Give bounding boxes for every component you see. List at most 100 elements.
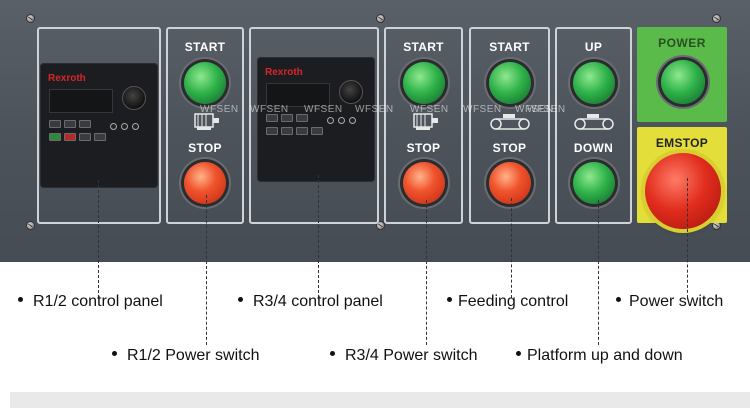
platform-section: UP DOWN: [555, 27, 632, 224]
start-label: START: [489, 40, 530, 54]
down-label: DOWN: [573, 141, 614, 155]
feeding-stop-button[interactable]: [489, 162, 531, 204]
keypad-key[interactable]: [79, 120, 91, 128]
callout-text: R1/2 control panel: [33, 293, 163, 310]
led-icon: [327, 117, 334, 124]
watermark: WFSEN: [200, 104, 239, 115]
bullet-icon: [516, 351, 521, 357]
watermark: WFSEN: [355, 104, 394, 115]
r34-start-button[interactable]: [403, 62, 445, 104]
keypad-key[interactable]: [49, 120, 61, 128]
status-leds: [327, 117, 363, 127]
callout-platform-up-down: Platform up and down: [516, 347, 683, 365]
platform-down-button[interactable]: [573, 162, 615, 204]
callout-text: R3/4 Power switch: [345, 347, 478, 364]
screw-icon: [712, 14, 721, 23]
keypad-key[interactable]: [266, 127, 278, 135]
power-section: POWER: [637, 27, 727, 122]
power-button[interactable]: [661, 60, 705, 104]
leader-line: [98, 180, 99, 298]
dial-knob[interactable]: [122, 86, 146, 110]
r12-stop-button[interactable]: [184, 162, 226, 204]
watermark: WFSEN: [515, 104, 554, 115]
leader-line: [687, 178, 688, 298]
keypad-key[interactable]: [296, 114, 308, 122]
keypad-key[interactable]: [94, 133, 106, 141]
emstop-section: EMSTOP: [637, 127, 727, 229]
screw-icon: [26, 14, 35, 23]
callout-feeding-control: Feeding control: [447, 293, 568, 311]
keypad-key[interactable]: [49, 133, 61, 141]
conveyor-icon: [490, 114, 530, 130]
platform-up-button[interactable]: [573, 62, 615, 104]
r12-control-unit[interactable]: Rexroth: [40, 63, 158, 188]
leader-line: [511, 198, 512, 298]
dial-knob[interactable]: [339, 80, 363, 104]
conveyor-icon: [574, 114, 614, 130]
motor-icon: [194, 113, 219, 130]
r34-control-unit[interactable]: Rexroth: [257, 57, 375, 182]
keypad-key[interactable]: [281, 127, 293, 135]
keypad-key[interactable]: [281, 114, 293, 122]
callout-r34-control-panel: R3/4 control panel: [238, 293, 383, 311]
control-panel: Rexroth START: [0, 0, 750, 262]
start-label: START: [403, 40, 444, 54]
led-icon: [110, 123, 117, 130]
callout-r12-control-panel: R1/2 control panel: [18, 293, 163, 311]
r12-switch-section: START STOP: [166, 27, 244, 224]
stop-label: STOP: [188, 141, 222, 155]
bullet-icon: [238, 297, 243, 303]
footer-bar: [10, 392, 750, 408]
unit-display: [49, 89, 113, 113]
keypad-key[interactable]: [266, 114, 278, 122]
callout-text: Platform up and down: [527, 347, 683, 364]
leader-line: [598, 200, 599, 345]
watermark: WFSEN: [304, 104, 343, 115]
keypad-key[interactable]: [79, 133, 91, 141]
watermark: WFSEN: [250, 104, 289, 115]
screw-icon: [376, 221, 385, 230]
callout-r12-power-switch: R1/2 Power switch: [112, 347, 260, 365]
screw-icon: [26, 221, 35, 230]
bullet-icon: [112, 351, 117, 357]
bullet-icon: [330, 351, 335, 357]
stop-label: STOP: [406, 141, 441, 155]
status-leds: [110, 123, 146, 133]
power-label: POWER: [658, 36, 706, 50]
keypad-key[interactable]: [64, 133, 76, 141]
leader-line: [426, 200, 427, 345]
unit-display: [266, 83, 330, 107]
leader-line: [206, 195, 207, 345]
keypad-key[interactable]: [311, 127, 323, 135]
r34-control-section: Rexroth: [249, 27, 379, 224]
r34-switch-section: START STOP: [384, 27, 463, 224]
brand-logo: Rexroth: [265, 67, 303, 78]
led-icon: [349, 117, 356, 124]
keypad-key[interactable]: [296, 127, 308, 135]
bullet-icon: [616, 297, 621, 303]
callout-text: Feeding control: [458, 293, 569, 310]
emergency-stop-button[interactable]: [645, 153, 721, 229]
watermark: WFSEN: [463, 104, 502, 115]
feeding-section: START STOP: [469, 27, 550, 224]
screw-icon: [376, 14, 385, 23]
brand-logo: Rexroth: [48, 73, 86, 84]
emstop-label: EMSTOP: [655, 136, 709, 150]
callout-text: Power switch: [629, 293, 724, 310]
unit-keypad: [266, 114, 323, 140]
watermark: WFSEN: [410, 104, 449, 115]
r12-start-button[interactable]: [184, 62, 226, 104]
callout-text: R1/2 Power switch: [127, 347, 260, 364]
bullet-icon: [18, 297, 23, 303]
led-icon: [338, 117, 345, 124]
start-label: START: [184, 40, 226, 54]
callout-text: R3/4 control panel: [253, 293, 383, 310]
led-icon: [132, 123, 139, 130]
r34-stop-button[interactable]: [403, 162, 445, 204]
led-icon: [121, 123, 128, 130]
feeding-start-button[interactable]: [489, 62, 531, 104]
up-label: UP: [584, 40, 603, 54]
r12-control-section: Rexroth: [37, 27, 161, 224]
watermark: WFSEN: [527, 104, 566, 115]
keypad-key[interactable]: [64, 120, 76, 128]
